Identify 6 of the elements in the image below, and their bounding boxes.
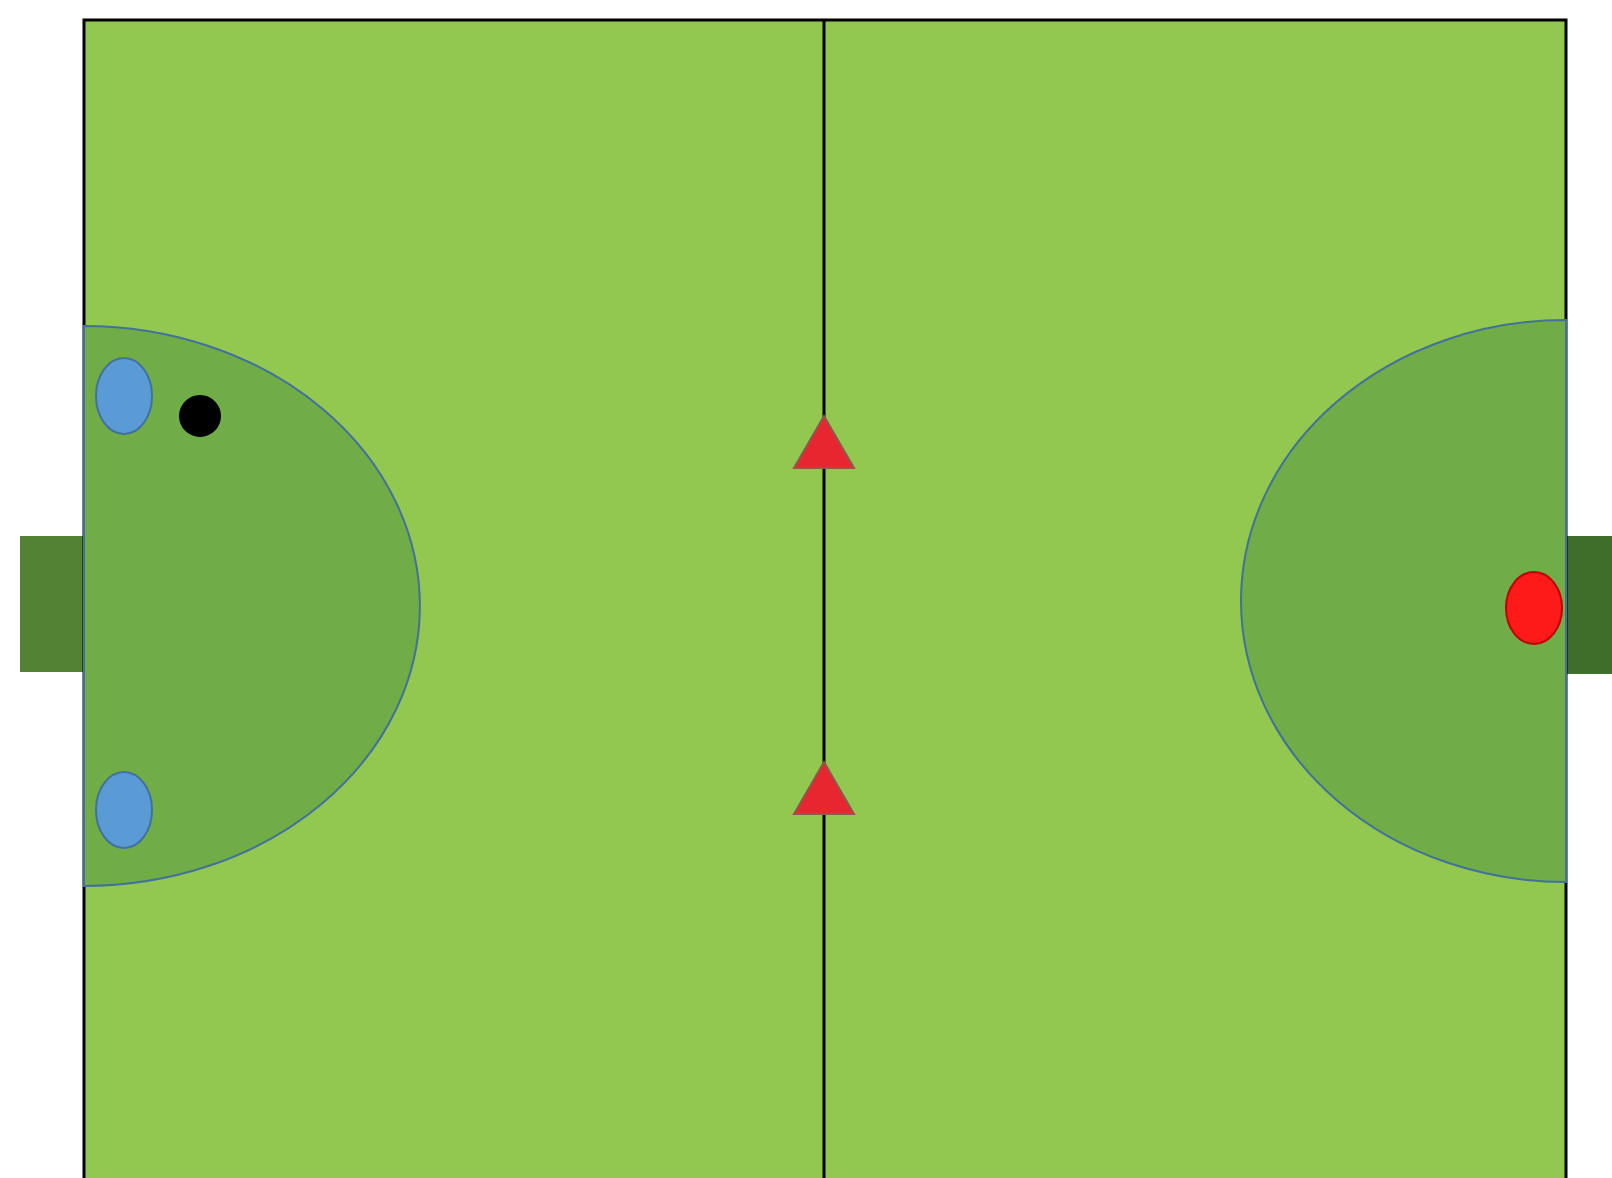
ball bbox=[179, 395, 221, 437]
cone-marker bbox=[792, 414, 856, 469]
player-marker bbox=[95, 771, 153, 849]
player-marker bbox=[95, 357, 153, 435]
player-marker bbox=[1505, 571, 1563, 645]
cone-marker bbox=[792, 760, 856, 815]
